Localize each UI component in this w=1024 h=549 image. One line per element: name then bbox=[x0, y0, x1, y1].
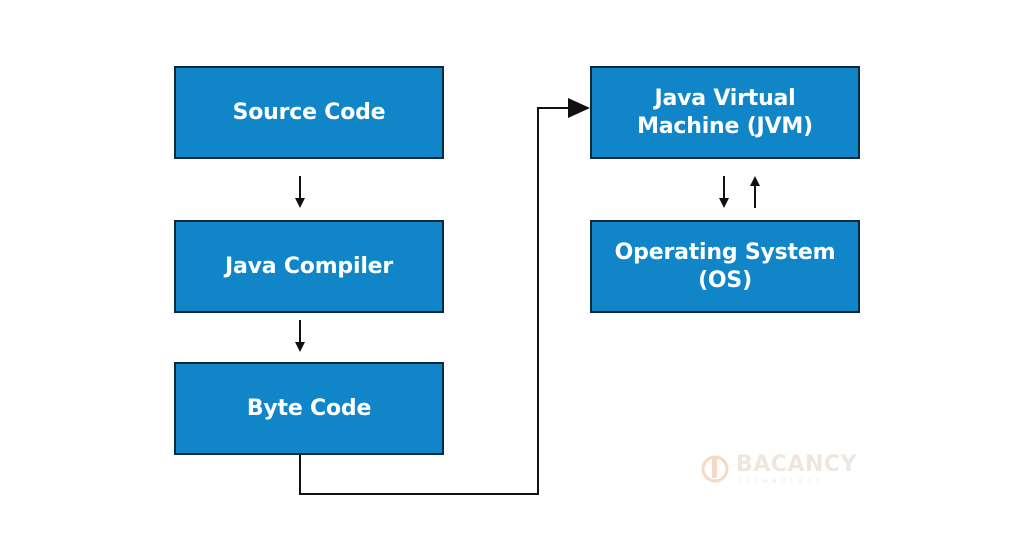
logo-tagline: TECHNOLOGY bbox=[738, 478, 825, 485]
java-compiler-label: Java Compiler bbox=[224, 253, 394, 279]
logo-name: BACANCY bbox=[736, 452, 857, 477]
os-label-line1: Operating System bbox=[614, 239, 836, 265]
os-label-line2: (OS) bbox=[698, 267, 752, 293]
bacancy-logo: BACANCY TECHNOLOGY bbox=[700, 452, 860, 488]
jvm-label-line1: Java Virtual bbox=[654, 85, 796, 111]
byte-code-box: Byte Code bbox=[174, 362, 444, 455]
os-box: Operating System (OS) bbox=[590, 220, 860, 313]
jvm-label-line2: Machine (JVM) bbox=[637, 113, 813, 139]
jvm-box: Java Virtual Machine (JVM) bbox=[590, 66, 860, 159]
byte-code-label: Byte Code bbox=[246, 395, 372, 421]
source-code-box: Source Code bbox=[174, 66, 444, 159]
source-code-label: Source Code bbox=[232, 99, 386, 125]
java-compiler-box: Java Compiler bbox=[174, 220, 444, 313]
bacancy-logo-icon bbox=[701, 455, 729, 483]
